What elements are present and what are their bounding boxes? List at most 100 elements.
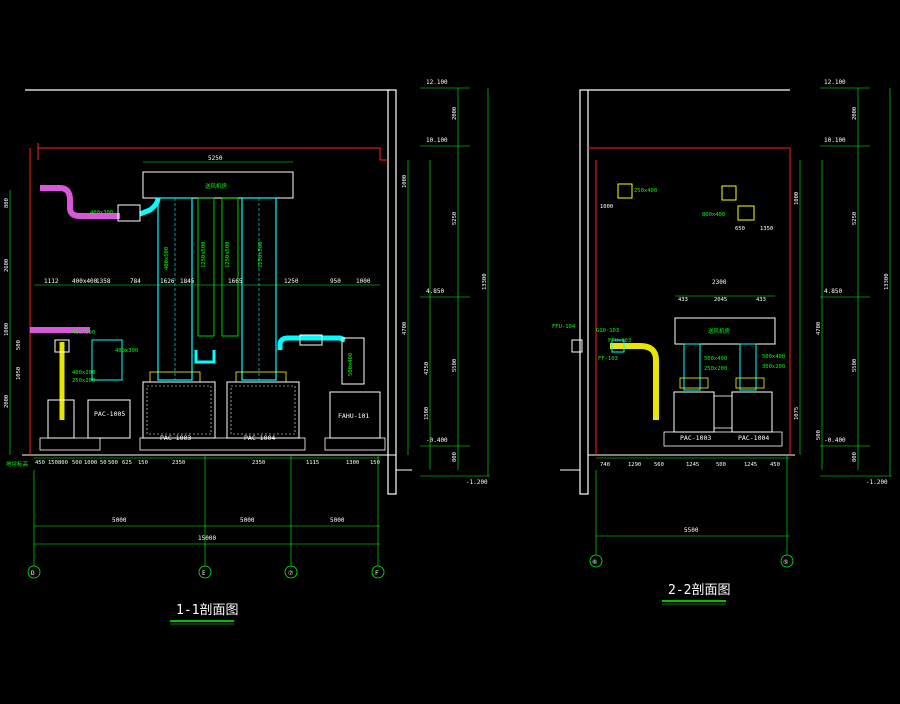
svg-text:1000: 1000 <box>84 460 97 466</box>
svg-text:PAC-1003: PAC-1003 <box>680 434 711 442</box>
svg-text:400x500: 400x500 <box>72 330 95 336</box>
svg-text:2350: 2350 <box>252 460 265 466</box>
svg-text:560: 560 <box>654 462 664 468</box>
svg-text:950: 950 <box>330 278 341 285</box>
svg-text:13300: 13300 <box>482 273 488 290</box>
section-1-title: 1-1剖面图 <box>176 603 238 618</box>
bottom-dims-section-1: 450 150 800 500 1000 50 500 625 150 2350… <box>35 460 380 466</box>
svg-text:12.100: 12.100 <box>824 79 846 86</box>
svg-text:5000: 5000 <box>330 517 345 524</box>
svg-text:400x300: 400x300 <box>115 348 138 354</box>
svg-text:5500: 5500 <box>684 527 699 534</box>
svg-text:1000: 1000 <box>356 278 371 285</box>
svg-text:15000: 15000 <box>198 535 216 542</box>
svg-text:500: 500 <box>716 462 726 468</box>
fresh-air-duct-2 <box>610 343 659 420</box>
equipment-base-left <box>39 437 101 451</box>
svg-text:F: F <box>375 570 379 577</box>
svg-text:E: E <box>202 570 206 577</box>
svg-text:1000: 1000 <box>794 192 800 205</box>
svg-text:784: 784 <box>130 278 141 285</box>
unit-pac-1004 <box>226 381 300 439</box>
svg-text:1050: 1050 <box>16 367 22 380</box>
unit-pac-1003 <box>142 381 216 439</box>
svg-text:400x400: 400x400 <box>72 278 98 285</box>
svg-text:4.850: 4.850 <box>426 288 444 295</box>
grid-axis-f <box>371 565 385 579</box>
equipment-base-2 <box>663 431 783 447</box>
fresh-air-box <box>341 337 365 385</box>
equipment-base-mid <box>139 437 306 451</box>
svg-text:1250: 1250 <box>284 278 299 285</box>
grid-axis-5 <box>780 554 794 568</box>
svg-text:625: 625 <box>122 460 132 466</box>
unit-pac-1005 <box>87 399 131 439</box>
riser-1 <box>197 197 215 337</box>
fresh-duct-section-2 <box>721 185 737 201</box>
unit-pac-1003-2 <box>673 391 715 433</box>
svg-text:1000: 1000 <box>4 323 10 336</box>
svg-text:5250: 5250 <box>852 212 858 225</box>
section-2-title: 2-2剖面图 <box>668 583 730 598</box>
svg-text:PAC-1004: PAC-1004 <box>738 434 769 442</box>
supply-duct-right <box>277 335 346 350</box>
grid-axis-d <box>27 565 41 579</box>
svg-text:FF-103: FF-103 <box>598 356 618 362</box>
svg-text:D: D <box>31 570 35 577</box>
svg-text:1245: 1245 <box>686 462 699 468</box>
svg-text:1250x500: 1250x500 <box>201 242 207 269</box>
svg-text:10.100: 10.100 <box>426 137 448 144</box>
svg-text:2045: 2045 <box>714 297 727 303</box>
svg-text:10.100: 10.100 <box>824 137 846 144</box>
svg-text:⑥: ⑥ <box>592 559 597 566</box>
svg-text:1115: 1115 <box>306 460 319 466</box>
svg-text:FAHU-101: FAHU-101 <box>338 412 369 420</box>
svg-text:1845: 1845 <box>180 278 195 285</box>
svg-text:400x500: 400x500 <box>164 247 170 270</box>
svg-text:500x400: 500x400 <box>704 356 727 362</box>
room-ceiling-line <box>38 147 388 161</box>
svg-text:500: 500 <box>816 430 822 440</box>
svg-text:G10-103: G10-103 <box>596 328 619 334</box>
elevations-section-2: 12.100 10.100 4.850 -0.400 -1.200 <box>820 79 892 486</box>
svg-text:5250: 5250 <box>452 212 458 225</box>
svg-text:150: 150 <box>138 460 148 466</box>
svg-text:-1.200: -1.200 <box>466 479 488 486</box>
elevations-section-1: 12.100 10.100 4.850 -0.400 -1.200 <box>420 79 490 486</box>
svg-text:800: 800 <box>4 198 10 208</box>
svg-text:送风机房: 送风机房 <box>708 327 731 335</box>
svg-text:4250: 4250 <box>424 362 430 375</box>
supply-drop-1 <box>683 343 701 391</box>
svg-text:150: 150 <box>48 460 58 466</box>
supply-elbow-upper <box>139 197 161 217</box>
svg-text:500: 500 <box>72 460 82 466</box>
svg-text:4700: 4700 <box>816 322 822 335</box>
grid-axis-6 <box>589 554 603 568</box>
svg-text:1075: 1075 <box>794 407 800 420</box>
svg-text:1000: 1000 <box>600 204 613 210</box>
mixing-box <box>91 339 123 381</box>
grid-axis-7 <box>284 565 298 579</box>
svg-text:500: 500 <box>108 460 118 466</box>
svg-text:2000: 2000 <box>4 395 10 408</box>
svg-text:1112: 1112 <box>44 278 59 285</box>
svg-text:-0.400: -0.400 <box>426 437 448 444</box>
supply-drop-2 <box>739 343 757 391</box>
svg-text:13300: 13300 <box>884 273 890 290</box>
riser-2 <box>221 197 239 337</box>
svg-text:5500: 5500 <box>852 359 858 372</box>
svg-text:-0.400: -0.400 <box>824 437 846 444</box>
svg-text:150: 150 <box>370 460 380 466</box>
svg-text:450: 450 <box>35 460 45 466</box>
svg-text:FFU-103: FFU-103 <box>608 338 631 344</box>
svg-text:400x200: 400x200 <box>72 370 95 376</box>
svg-text:1290: 1290 <box>628 462 641 468</box>
svg-text:4.850: 4.850 <box>824 288 842 295</box>
unit-pac-1004-2 <box>731 391 773 433</box>
svg-text:1500: 1500 <box>424 407 430 420</box>
svg-text:2350: 2350 <box>172 460 185 466</box>
section-2-2: 250x400 800x400 1000 650 1350 送风机房 2300 … <box>552 79 892 605</box>
svg-text:1350: 1350 <box>760 226 773 232</box>
